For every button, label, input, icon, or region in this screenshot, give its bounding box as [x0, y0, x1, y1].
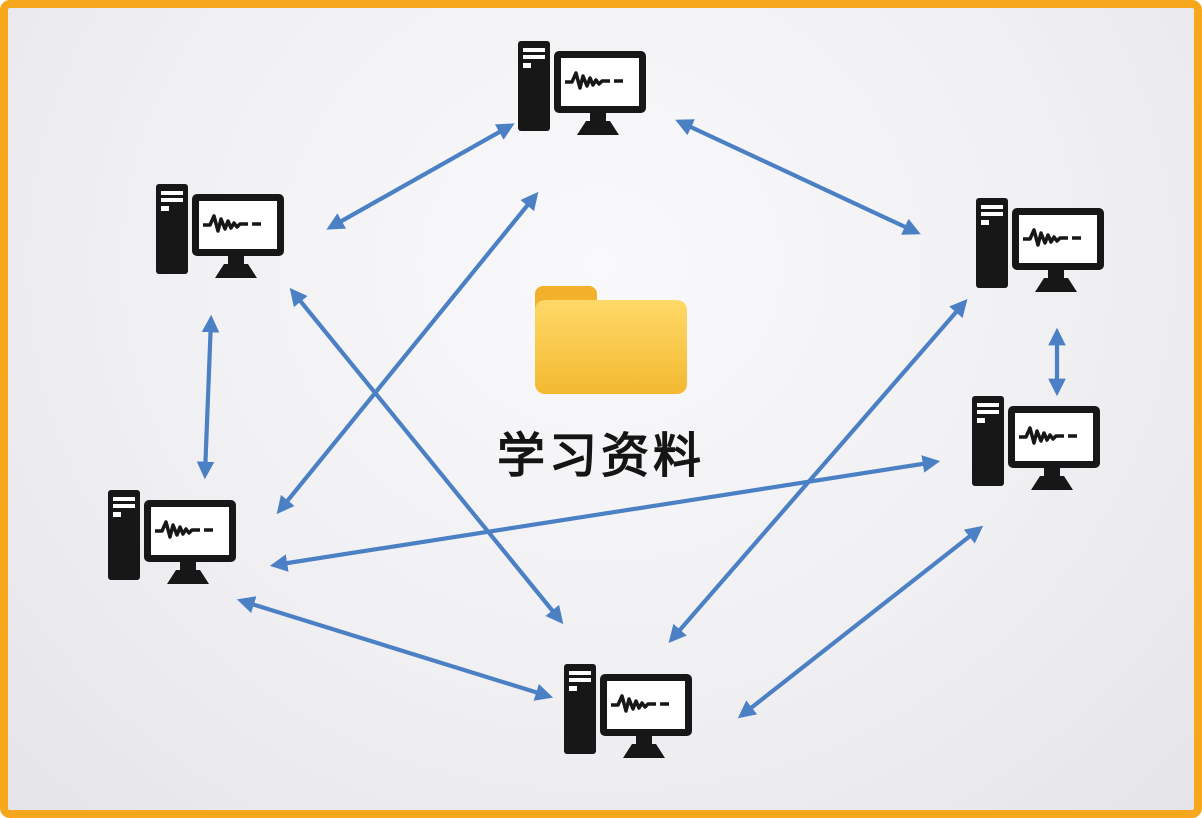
link-pc-left-bottom--pc-bottom [236, 596, 554, 701]
computer-node-pc-top [516, 41, 648, 137]
computer-node-pc-left-bottom [106, 490, 238, 586]
folder-icon [535, 286, 687, 394]
computer-node-pc-bottom [562, 664, 694, 760]
network-diagram-svg [106, 41, 1106, 760]
link-pc-bottom--pc-right-middle [737, 525, 984, 719]
diagram-layer [106, 41, 1106, 760]
computer-node-pc-left-top [154, 184, 286, 280]
link-pc-left-top--pc-left-bottom [196, 314, 220, 480]
computer-node-pc-right-top [974, 198, 1106, 294]
link-pc-bottom--pc-right-top [668, 299, 968, 643]
link-pc-top--pc-right-top [675, 119, 921, 235]
link-pc-left-top--pc-top [326, 123, 515, 230]
folder-label: 学习资料 [496, 430, 705, 483]
